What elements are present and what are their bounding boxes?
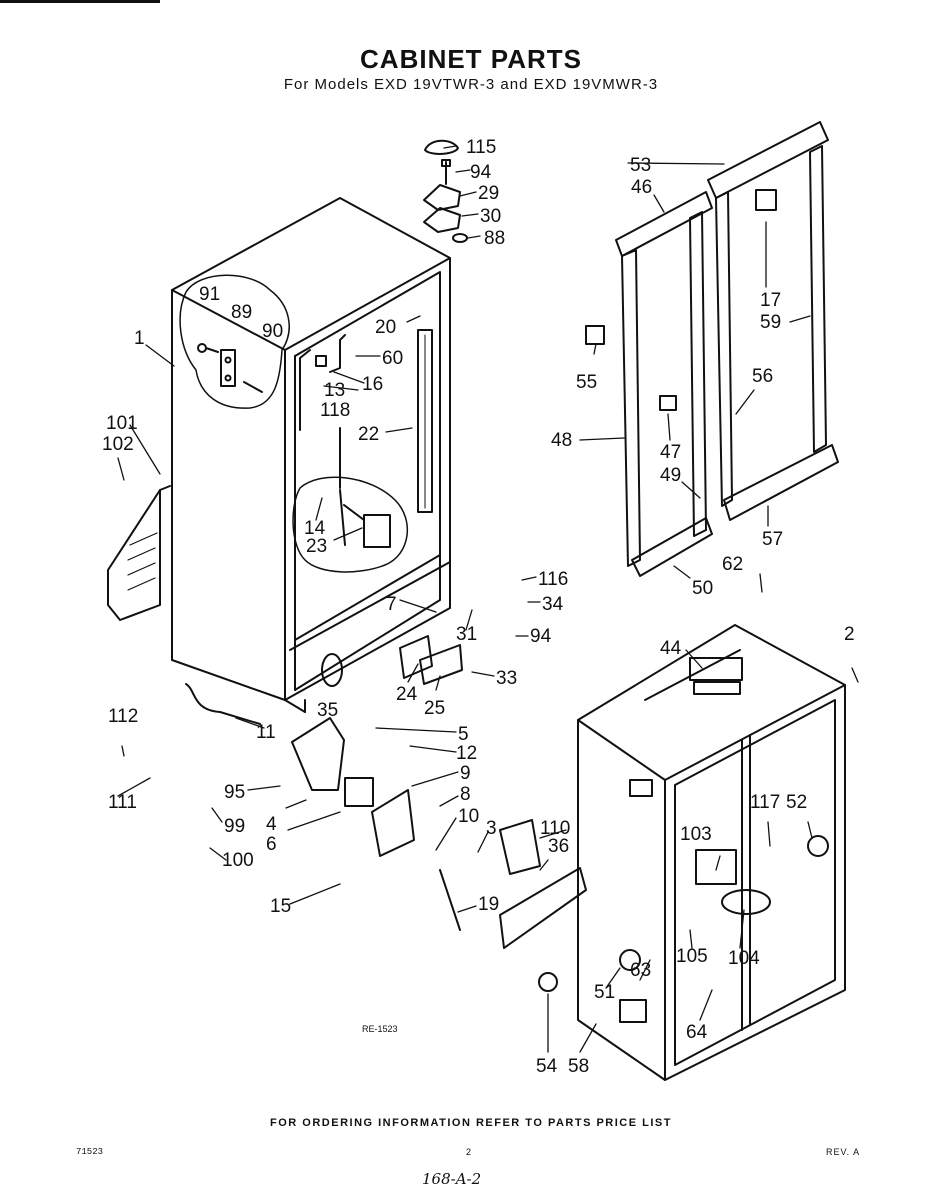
part-label-103: 103: [680, 824, 712, 845]
part-label-94-mid: 94: [530, 626, 552, 647]
part-label-90: 90: [262, 321, 283, 342]
part-label-15: 15: [270, 896, 291, 917]
part-label-118: 118: [320, 400, 350, 421]
part-label-58: 58: [568, 1056, 589, 1077]
drawing-code: RE-1523: [362, 1024, 398, 1034]
part-label-60: 60: [382, 348, 403, 369]
part-label-112: 112: [108, 706, 138, 727]
part-label-64: 64: [686, 1022, 708, 1043]
part-label-105: 105: [676, 946, 708, 967]
fresh-food-door-liner-gasket: [707, 121, 839, 521]
part-label-49: 49: [660, 465, 681, 486]
clip-17: [755, 189, 777, 211]
part-label-89: 89: [231, 302, 252, 323]
part-label-11: 11: [256, 722, 276, 743]
part-label-34: 34: [542, 594, 564, 615]
top-rule: [0, 0, 160, 3]
part-label-33: 33: [496, 668, 517, 689]
part-label-4: 4: [266, 814, 277, 835]
part-label-95: 95: [224, 782, 245, 803]
part-label-53: 53: [630, 155, 651, 176]
part-label-9: 9: [460, 763, 471, 784]
part-label-10: 10: [458, 806, 479, 827]
part-label-13: 13: [324, 380, 345, 401]
part-label-48: 48: [551, 430, 572, 451]
air-duct-part: [417, 329, 433, 513]
handwritten-note: 168-A-2: [422, 1170, 482, 1188]
leader-lines: [117, 145, 859, 1053]
part-label-30: 30: [480, 206, 501, 227]
part-label-54: 54: [536, 1056, 558, 1077]
part-label-102: 102: [102, 434, 134, 455]
part-label-94-top: 94: [470, 162, 492, 183]
part-label-20: 20: [375, 317, 396, 338]
page-title: CABINET PARTS: [360, 44, 582, 74]
part-label-110: 110: [540, 818, 570, 839]
hinge-detail-bubble: [179, 274, 290, 409]
part-label-62: 62: [722, 554, 743, 575]
footer-left-code: 71523: [76, 1147, 104, 1157]
part-label-63: 63: [630, 960, 651, 981]
part-label-19: 19: [478, 894, 499, 915]
part-label-59: 59: [760, 312, 781, 333]
part-label-16: 16: [362, 374, 383, 395]
part-label-51: 51: [594, 982, 615, 1003]
part-label-7: 7: [386, 594, 397, 615]
part-label-31: 31: [456, 624, 477, 645]
part-label-23: 23: [306, 536, 327, 557]
part-label-46: 46: [631, 177, 652, 198]
freezer-door-liner-gasket: [615, 191, 713, 577]
part-label-91: 91: [199, 284, 220, 305]
part-label-101: 101: [106, 413, 138, 434]
lower-cabinet-shell: [577, 624, 846, 1081]
wire-bracket-part: [299, 349, 311, 431]
part-label-100: 100: [222, 850, 254, 871]
part-label-52: 52: [786, 792, 807, 813]
part-label-88: 88: [484, 228, 505, 249]
part-label-25: 25: [424, 698, 445, 719]
part-label-5: 5: [458, 724, 469, 745]
part-label-36: 36: [548, 836, 569, 857]
part-label-56: 56: [752, 366, 773, 387]
revision-label: REV. A: [826, 1147, 861, 1157]
part-label-50: 50: [692, 578, 713, 599]
part-label-99: 99: [224, 816, 245, 837]
part-label-104: 104: [728, 948, 760, 969]
part-label-8: 8: [460, 784, 471, 805]
lower-left-assemblies: [185, 635, 829, 992]
part-label-17: 17: [760, 290, 781, 311]
part-label-2: 2: [844, 624, 855, 645]
part-number-labels: 115 94 29 30 88 53 46 17 59 55 56 48 47 …: [102, 137, 855, 1077]
ordering-note: FOR ORDERING INFORMATION REFER TO PARTS …: [270, 1117, 672, 1129]
top-hinge-stack: [423, 139, 468, 243]
part-label-116: 116: [538, 569, 568, 590]
part-label-29: 29: [478, 183, 499, 204]
part-label-44: 44: [660, 638, 682, 659]
part-label-14: 14: [304, 518, 326, 539]
part-label-111: 111: [108, 792, 137, 813]
page-number: 2: [466, 1147, 472, 1157]
part-label-22: 22: [358, 424, 379, 445]
part-label-24: 24: [396, 684, 418, 705]
part-label-47: 47: [660, 442, 681, 463]
part-label-115: 115: [466, 137, 496, 158]
part-label-35: 35: [317, 700, 338, 721]
part-label-57: 57: [762, 529, 783, 550]
part-label-6: 6: [266, 834, 277, 855]
page-subtitle: For Models EXD 19VTWR-3 and EXD 19VMWR-3: [283, 76, 659, 93]
part-label-117: 117: [750, 792, 780, 813]
part-label-55: 55: [576, 372, 597, 393]
part-label-3: 3: [486, 818, 497, 839]
side-grille-panel: [107, 485, 171, 621]
upper-cabinet-shell: [171, 197, 451, 713]
part-label-1: 1: [134, 328, 145, 349]
part-label-12: 12: [456, 743, 477, 764]
